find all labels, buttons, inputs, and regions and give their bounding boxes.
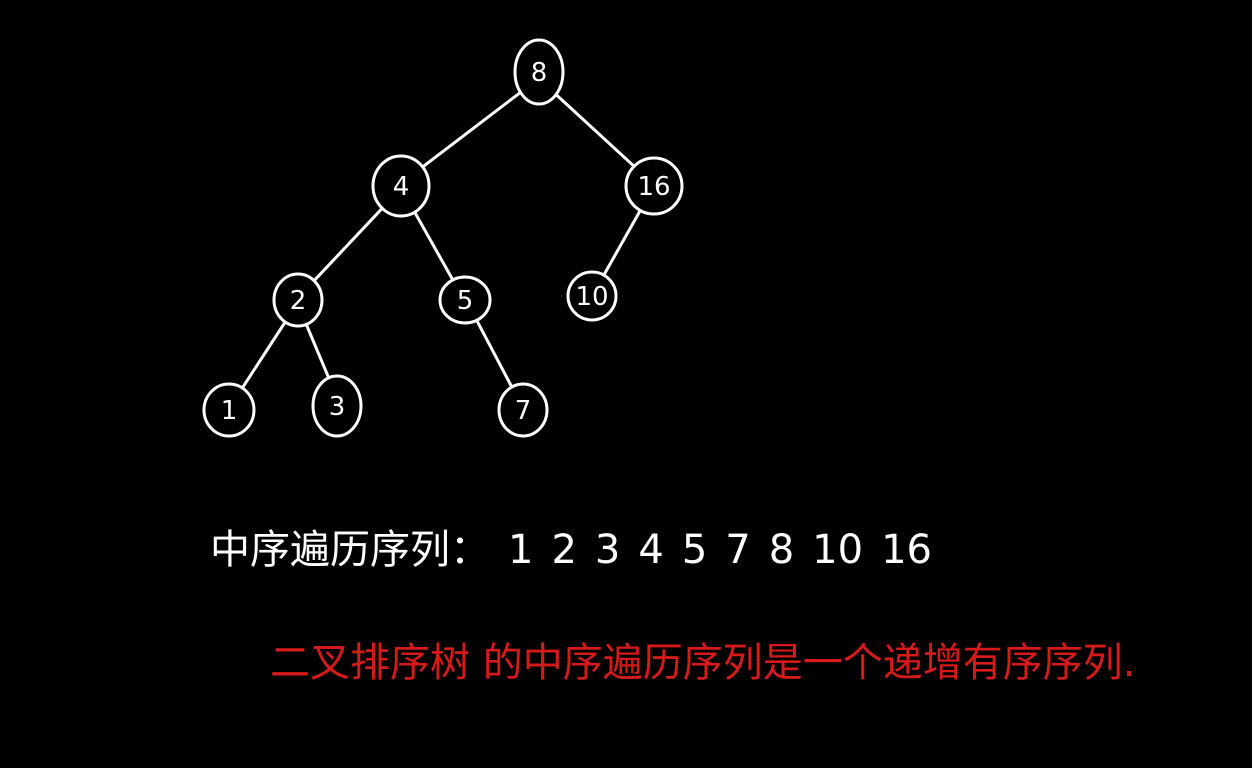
tree-node-circle	[272, 272, 324, 328]
inorder-value: 1	[508, 527, 534, 573]
inorder-sequence: 中序遍历序列： 1 2 3 4 5 7 8 10 16	[210, 517, 932, 575]
tree-edge-4-5	[413, 210, 455, 282]
tree-node-label: 8	[531, 58, 548, 88]
tree-node-label: 4	[393, 172, 410, 202]
tree-node-label: 10	[575, 282, 608, 312]
inorder-value: 5	[681, 527, 708, 573]
tree-node-2: 2	[272, 272, 324, 328]
tree-node-circle	[371, 154, 431, 218]
tree-node-label: 2	[290, 286, 307, 316]
tree-nodes: 8 4 16 2 5 10 1 3 7	[202, 38, 684, 438]
tree-node-label: 7	[515, 396, 532, 426]
tree-node-circle	[624, 156, 684, 216]
tree-node-circle	[311, 374, 363, 438]
tree-node-1: 1	[202, 382, 256, 438]
inorder-value: 10	[812, 527, 864, 573]
tree-node-16: 16	[624, 156, 684, 216]
binary-search-tree: 8 4 16 2 5 10 1 3 7	[202, 38, 684, 438]
tree-node-circle	[497, 382, 549, 438]
inorder-value: 4	[638, 527, 664, 573]
tree-edge-5-7	[475, 318, 514, 389]
tree-node-10: 10	[566, 270, 618, 322]
tree-node-circle	[438, 275, 492, 325]
tree-node-3: 3	[311, 374, 363, 438]
tree-node-7: 7	[497, 382, 549, 438]
inorder-value: 8	[768, 527, 795, 573]
tree-edge-4-2	[312, 206, 384, 283]
inorder-value: 16	[881, 527, 932, 573]
tree-node-label: 5	[457, 286, 474, 316]
tree-edge-2-1	[240, 320, 287, 390]
tree-node-label: 16	[637, 172, 670, 202]
inorder-label: 中序遍历序列：	[210, 527, 490, 573]
tree-node-circle	[566, 270, 618, 322]
tree-edge-8-4	[421, 90, 522, 169]
tree-node-label: 3	[329, 392, 346, 422]
tree-edge-16-10	[602, 208, 642, 277]
tree-node-4: 4	[371, 154, 431, 218]
tree-node-circle	[513, 38, 565, 106]
tree-edge-8-16	[554, 93, 636, 168]
tree-edges	[240, 90, 642, 390]
tree-node-label: 1	[221, 396, 238, 426]
inorder-value: 3	[594, 527, 621, 573]
tree-edge-2-3	[304, 322, 331, 380]
tree-node-8: 8	[513, 38, 565, 106]
inorder-value: 2	[551, 527, 577, 573]
tree-node-circle	[202, 382, 256, 438]
inorder-value: 7	[725, 527, 751, 573]
conclusion-note: 二叉排序树 的中序遍历序列是一个递增有序序列.	[270, 640, 1136, 686]
inorder-values: 1 2 3 4 5 7 8 10 16	[508, 527, 932, 573]
tree-node-5: 5	[438, 275, 492, 325]
